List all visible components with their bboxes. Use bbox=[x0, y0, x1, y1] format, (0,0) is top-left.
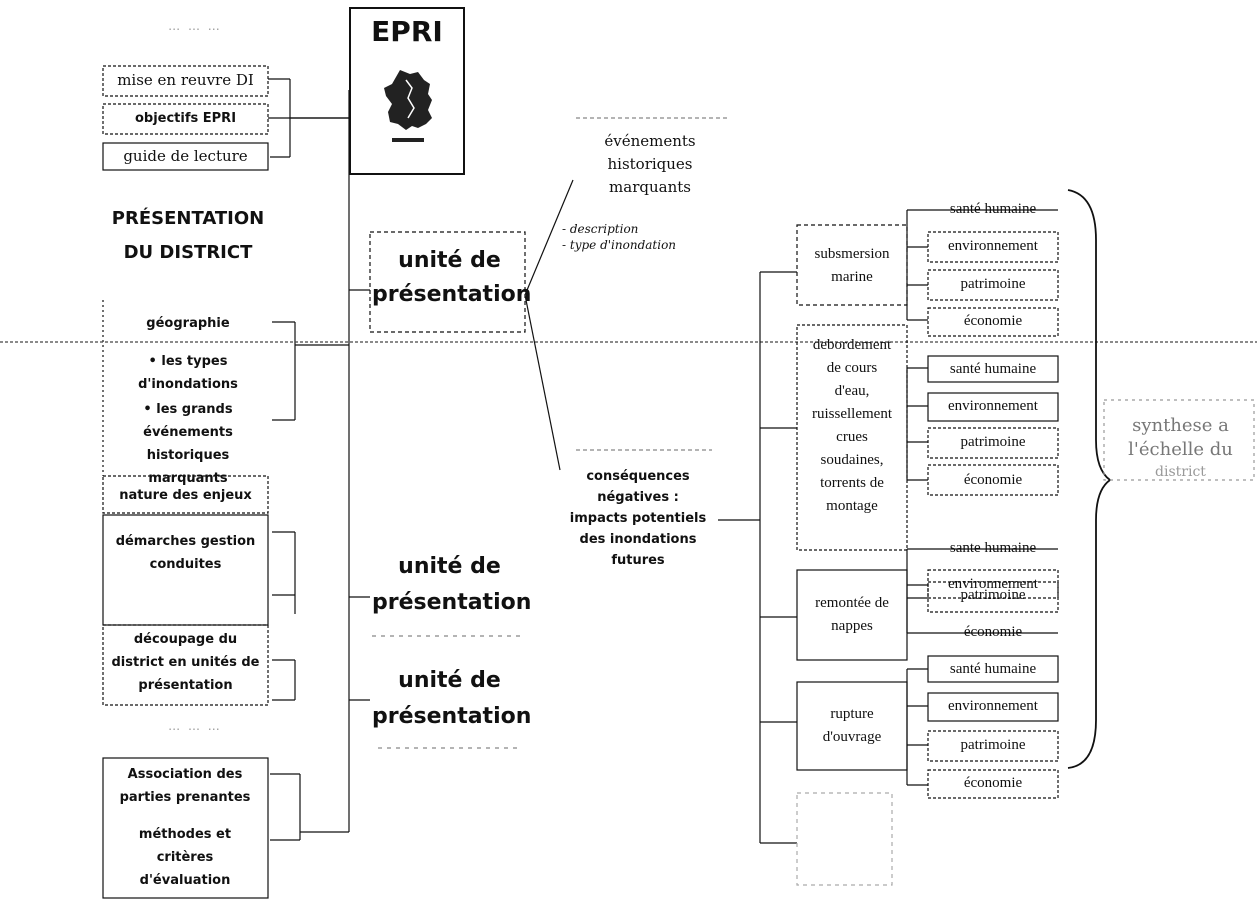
impact-g2-environnement[interactable]: environnement bbox=[948, 398, 1038, 414]
unit-1-line-1[interactable]: unité de bbox=[398, 248, 501, 273]
flood-type-debordement-6[interactable]: soudaines, bbox=[820, 452, 884, 468]
flood-type-remontee-1[interactable]: remontée de bbox=[815, 595, 889, 611]
impact-g4-sante[interactable]: santé humaine bbox=[949, 661, 1037, 677]
district-item-geographie[interactable]: géographie bbox=[146, 316, 230, 331]
flood-type-submersion-1[interactable]: subsmersion bbox=[814, 246, 890, 262]
unit-3-line-2[interactable]: présentation bbox=[372, 704, 532, 729]
faint-header: ⋯ ⋯ ⋯ bbox=[168, 22, 222, 36]
unit-1-line-2[interactable]: présentation bbox=[372, 282, 532, 307]
impact-g4-environnement[interactable]: environnement bbox=[948, 698, 1038, 714]
flood-type-remontee-2[interactable]: nappes bbox=[831, 618, 873, 634]
impact-g1-patrimoine[interactable]: patrimoine bbox=[960, 276, 1026, 292]
intro-item-2[interactable]: objectifs EPRI bbox=[134, 111, 237, 126]
flood-type-debordement-1[interactable]: debordement bbox=[812, 337, 892, 353]
impact-g3-patrimoine[interactable]: patrimoine bbox=[960, 587, 1026, 603]
intro-item-1[interactable]: mise en reuvre DI bbox=[117, 71, 254, 89]
epri-title: EPRI bbox=[371, 15, 443, 48]
events-line-1: événements bbox=[604, 132, 696, 150]
flood-type-rupture-2[interactable]: d'ouvrage bbox=[822, 729, 882, 745]
flood-type-debordement-8[interactable]: montage bbox=[826, 498, 878, 514]
events-line-2: historiques bbox=[607, 155, 693, 173]
synthesis-line-2: l'échelle du bbox=[1128, 439, 1233, 460]
epri-box-border bbox=[349, 7, 465, 175]
synthesis-line-1: synthese a bbox=[1132, 415, 1229, 436]
district-item-types[interactable]: • les types d'inondations bbox=[138, 354, 238, 392]
unit-3-line-1[interactable]: unité de bbox=[398, 668, 501, 693]
method-item-criteres[interactable]: méthodes et critères d'évaluation bbox=[138, 827, 232, 888]
flood-type-debordement-5[interactable]: crues bbox=[836, 429, 868, 445]
events-line-3: marquants bbox=[609, 178, 691, 196]
section-title-1: PRÉSENTATION bbox=[111, 208, 265, 229]
flood-type-debordement-3[interactable]: d'eau, bbox=[834, 383, 870, 399]
method-item-association[interactable]: Association des parties prenantes bbox=[119, 767, 251, 805]
consequences-line-1: conséquences bbox=[586, 469, 690, 484]
impact-g3-sante[interactable]: sante humaine bbox=[949, 540, 1037, 556]
impact-g4-economie[interactable]: économie bbox=[963, 775, 1023, 791]
impact-g4-patrimoine[interactable]: patrimoine bbox=[960, 737, 1026, 753]
unit-2-line-2[interactable]: présentation bbox=[372, 590, 532, 615]
impact-g1-environnement[interactable]: environnement bbox=[948, 238, 1038, 254]
consequences-line-2: négatives : bbox=[597, 490, 679, 505]
consequences-line-5: futures bbox=[611, 553, 665, 568]
impact-g2-economie[interactable]: économie bbox=[963, 472, 1023, 488]
unit-2-line-1[interactable]: unité de bbox=[398, 554, 501, 579]
intro-item-3[interactable]: guide de lecture bbox=[123, 147, 248, 165]
events-note-description: - description bbox=[562, 222, 639, 236]
impact-g2-sante[interactable]: santé humaine bbox=[949, 361, 1037, 377]
events-note-type: - type d'inondation bbox=[562, 238, 677, 252]
consequences-line-3: impacts potentiels bbox=[569, 511, 707, 526]
faint-subheader: ⋯ ⋯ ⋯ bbox=[168, 722, 222, 736]
district-item-events[interactable]: • les grands événements historiques marq… bbox=[143, 402, 233, 486]
france-map-icon bbox=[384, 70, 432, 142]
district-item-decoupage[interactable]: découpage du district en unités de prése… bbox=[111, 632, 260, 693]
section-title-2: DU DISTRICT bbox=[123, 242, 253, 263]
flood-type-submersion-2[interactable]: marine bbox=[831, 269, 873, 285]
district-item-enjeux[interactable]: nature des enjeux bbox=[119, 488, 252, 503]
impact-g3-environnement[interactable]: environnement bbox=[948, 576, 1038, 592]
synthesis-line-3: district bbox=[1155, 464, 1206, 480]
impact-g1-economie[interactable]: économie bbox=[963, 313, 1023, 329]
flood-type-debordement-4[interactable]: ruissellement bbox=[812, 406, 892, 422]
impact-g2-patrimoine[interactable]: patrimoine bbox=[960, 434, 1026, 450]
district-item-demarches[interactable]: démarches gestion conduites bbox=[115, 534, 256, 572]
flood-type-debordement-2[interactable]: de cours bbox=[826, 360, 878, 376]
impact-g3-economie[interactable]: économie bbox=[963, 624, 1023, 640]
consequences-line-4: des inondations bbox=[579, 532, 697, 547]
impact-g1-sante[interactable]: santé humaine bbox=[949, 201, 1037, 217]
flood-type-debordement-7[interactable]: torrents de bbox=[820, 475, 884, 491]
flood-type-rupture-1[interactable]: rupture bbox=[830, 706, 874, 722]
